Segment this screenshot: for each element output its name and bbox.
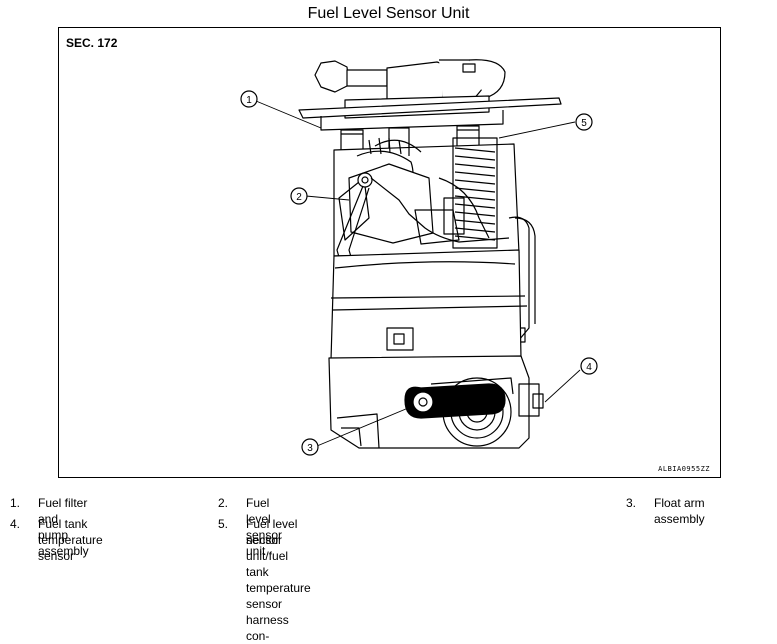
legend-num-3: 3. (626, 496, 637, 510)
legend-num-4: 4. (10, 517, 21, 531)
float-body (404, 383, 506, 419)
callout-3: 3 (301, 438, 319, 456)
callout-1-label: 1 (246, 95, 252, 106)
pump-body (330, 249, 528, 361)
legend-text-5-cont: nector (246, 533, 280, 547)
legend-num-1: 1. (10, 496, 21, 510)
callout-1: 1 (240, 90, 258, 108)
figure-code: ALBIA0955ZZ (658, 465, 710, 473)
legend-text-3: Float arm assembly (654, 496, 705, 526)
callout-3-label: 3 (307, 443, 313, 454)
upper-housing (333, 137, 520, 257)
callout-4-label: 4 (586, 362, 592, 373)
spring-coil (452, 137, 498, 249)
callout-leaders (255, 100, 581, 447)
section-label: SEC. 172 (66, 36, 118, 50)
callout-5-label: 5 (581, 118, 587, 129)
callout-2-label: 2 (296, 192, 302, 203)
flange-cap (298, 59, 562, 131)
figure-frame: SEC. 172 ALBIA0955ZZ (58, 27, 721, 478)
legend-text-2: Fuel level sensor unit (246, 496, 283, 558)
legend-num-5: 5. (218, 517, 229, 531)
callout-5: 5 (575, 113, 593, 131)
legend-num-2: 2. (218, 496, 229, 510)
callout-4: 4 (580, 357, 598, 375)
callout-2: 2 (290, 187, 308, 205)
legend-text-4: Fuel tank temperature sensor (38, 517, 103, 563)
fuel-sensor-drawing: 1 2 3 4 5 (240, 59, 598, 456)
page-title: Fuel Level Sensor Unit (307, 5, 470, 22)
